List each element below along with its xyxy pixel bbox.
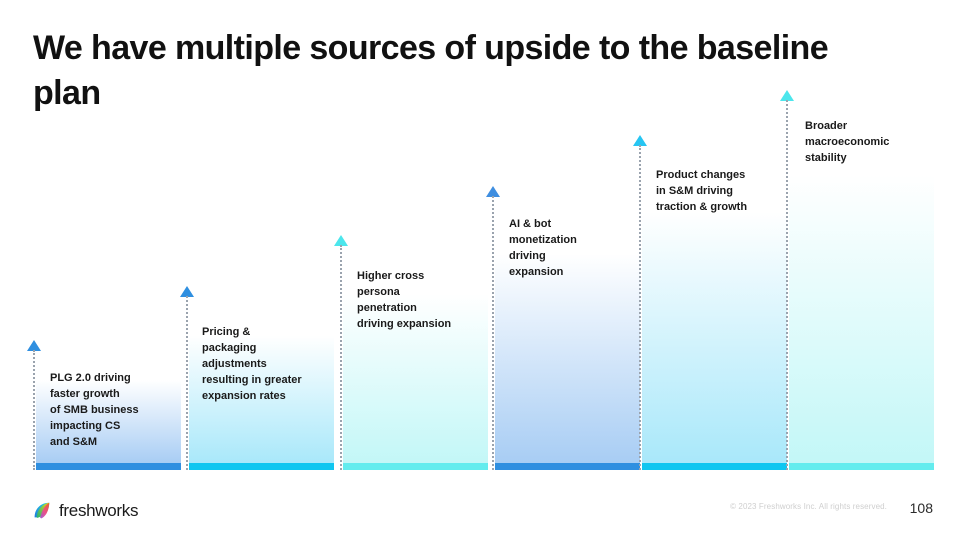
bar — [789, 112, 934, 470]
bar — [36, 362, 181, 470]
bar-label: PLG 2.0 driving faster growth of SMB bus… — [50, 372, 139, 448]
chart-column — [780, 90, 934, 470]
up-arrow-icon — [180, 286, 194, 297]
bar-base-accent — [36, 463, 181, 470]
dotted-line — [33, 350, 35, 470]
bar-fill — [495, 208, 640, 463]
up-arrow-icon — [486, 186, 500, 197]
up-arrow-icon — [780, 90, 794, 101]
brand-name: freshworks — [59, 501, 139, 520]
freshworks-leaf-icon — [30, 500, 52, 522]
dotted-line — [639, 145, 641, 470]
bar-base-accent — [642, 463, 787, 470]
chart-column — [486, 186, 640, 470]
chart-column — [633, 135, 787, 470]
bar-label: Broader macroeconomic stability — [805, 120, 890, 164]
bar-fill — [789, 112, 934, 463]
guide-line — [780, 90, 794, 470]
dotted-line — [186, 296, 188, 470]
bar-label: Pricing & packaging adjustments resultin… — [202, 326, 302, 402]
bar-base-accent — [495, 463, 640, 470]
bar-base-accent — [189, 463, 334, 470]
bar-fill — [36, 362, 181, 463]
bar-label: Product changes in S&M driving traction … — [656, 169, 748, 213]
guide-line — [486, 186, 500, 470]
bar-base-accent — [789, 463, 934, 470]
page-number: 108 — [909, 500, 933, 516]
bar — [189, 308, 334, 470]
guide-line — [334, 235, 348, 470]
copyright-text: © 2023 Freshworks Inc. All rights reserv… — [730, 502, 887, 511]
bar-fill — [343, 257, 488, 463]
chart-column — [180, 286, 334, 470]
bar-label: Higher cross persona penetration driving… — [357, 270, 452, 330]
bar — [642, 157, 787, 470]
guide-line — [27, 340, 41, 470]
dotted-line — [786, 100, 788, 470]
bar — [495, 208, 640, 470]
up-arrow-icon — [27, 340, 41, 351]
page-title: We have multiple sources of upside to th… — [33, 29, 829, 113]
bar-fill — [642, 157, 787, 463]
bar-fill — [189, 308, 334, 463]
freshworks-logo: freshworks — [30, 500, 138, 522]
dotted-line — [492, 196, 494, 470]
up-arrow-icon — [633, 135, 647, 146]
dotted-line — [340, 245, 342, 470]
up-arrow-icon — [334, 235, 348, 246]
chart-column — [334, 235, 488, 470]
guide-line — [633, 135, 647, 470]
bar-base-accent — [343, 463, 488, 470]
bar — [343, 257, 488, 470]
guide-line — [180, 286, 194, 470]
chart-column — [27, 340, 181, 470]
bar-label: AI & bot monetization driving expansion — [509, 218, 577, 278]
